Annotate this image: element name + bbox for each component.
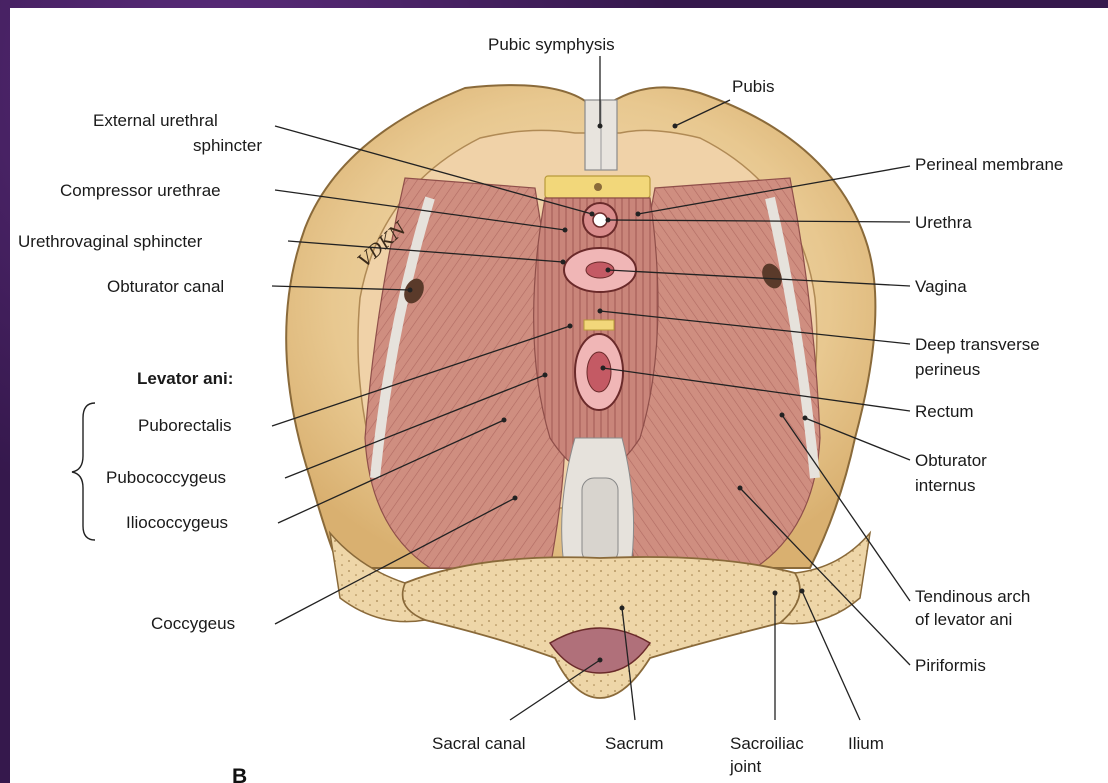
figure-panel: VDKN (10, 8, 1108, 783)
deep-transverse-perineus (584, 320, 614, 330)
label-obturator-canal: Obturator canal (107, 277, 224, 296)
label-rectum: Rectum (915, 402, 974, 421)
label-ilium: Ilium (848, 734, 884, 753)
label-sacral-canal: Sacral canal (432, 734, 526, 753)
label-tendinous-arch-2: of levator ani (915, 610, 1012, 629)
label-piriformis: Piriformis (915, 656, 986, 675)
label-external-urethral-sphincter-2: sphincter (193, 136, 262, 155)
label-obturator-internus-2: internus (915, 476, 975, 495)
label-sacroiliac-joint-2: joint (729, 757, 761, 776)
label-sacrum: Sacrum (605, 734, 664, 753)
levator-ani-brace (72, 403, 95, 540)
label-compressor-urethrae: Compressor urethrae (60, 181, 221, 200)
label-obturator-internus: Obturator (915, 451, 987, 470)
label-pubis: Pubis (732, 77, 775, 96)
label-sacroiliac-joint: Sacroiliac (730, 734, 804, 753)
label-external-urethral-sphincter: External urethral (93, 111, 218, 130)
label-pubic-symphysis: Pubic symphysis (488, 35, 615, 54)
label-tendinous-arch: Tendinous arch (915, 587, 1030, 606)
panel-letter: B (232, 765, 247, 783)
label-vagina: Vagina (915, 277, 967, 296)
label-pubococcygeus: Pubococcygeus (106, 468, 226, 487)
label-urethra: Urethra (915, 213, 972, 232)
label-perineal-membrane: Perineal membrane (915, 155, 1063, 174)
label-deep-transverse-perineus: Deep transverse (915, 335, 1040, 354)
label-coccygeus: Coccygeus (151, 614, 235, 633)
label-urethrovaginal-sphincter: Urethrovaginal sphincter (18, 232, 203, 251)
pelvic-floor-diagram: VDKN (10, 8, 1108, 783)
label-deep-transverse-perineus-2: perineus (915, 360, 980, 379)
label-iliococcygeus: Iliococcygeus (126, 513, 228, 532)
label-levator-ani-heading: Levator ani: (137, 369, 233, 388)
label-puborectalis: Puborectalis (138, 416, 232, 435)
